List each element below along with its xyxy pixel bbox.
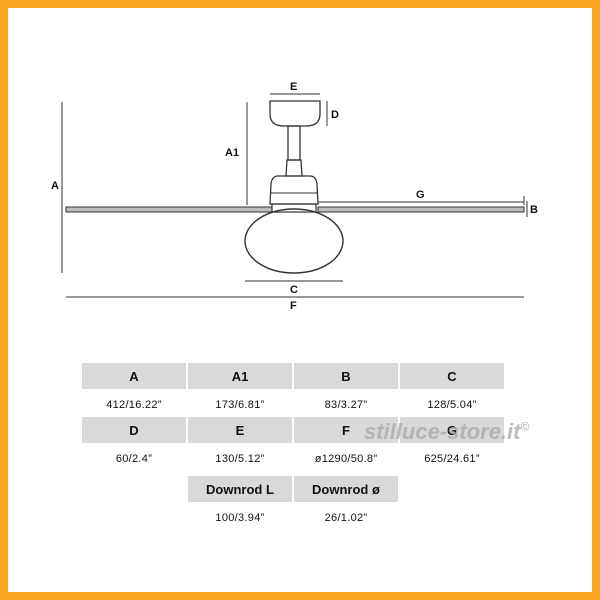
value-g: 625/24.61” xyxy=(424,453,480,465)
header-f: F xyxy=(294,417,398,443)
dim-label-c: C xyxy=(290,284,298,296)
fan-blade-right xyxy=(317,206,525,213)
dim-label-b: B xyxy=(530,204,538,216)
value-b: 83/3.27” xyxy=(324,399,368,411)
header-g: G xyxy=(400,417,504,443)
header-a1: A1 xyxy=(188,363,292,389)
value-c: 128/5.04” xyxy=(427,399,477,411)
header-b: B xyxy=(294,363,398,389)
watermark-text: stilluce-store.it xyxy=(364,419,521,444)
value-f: ø1290/50.8” xyxy=(314,453,378,465)
header-downrod-diameter: Downrod ø xyxy=(294,476,398,502)
copyright-symbol: © xyxy=(520,419,530,434)
value-downrod-diameter: 26/1.02” xyxy=(324,512,368,524)
dim-label-a: A xyxy=(51,180,59,192)
dim-label-e: E xyxy=(290,81,297,93)
header-e: E xyxy=(188,417,292,443)
fan-blade-left xyxy=(65,206,273,213)
dim-label-d: D xyxy=(331,109,339,121)
header-a: A xyxy=(82,363,186,389)
fan-dimension-diagram: A A1 D E G B C F xyxy=(51,81,538,312)
dim-label-a1: A1 xyxy=(225,147,239,159)
downrod-coupler xyxy=(285,159,303,177)
dim-label-g: G xyxy=(416,189,425,201)
value-a1: 173/6.81” xyxy=(215,399,265,411)
light-globe xyxy=(244,208,344,274)
header-d: D xyxy=(82,417,186,443)
motor-band xyxy=(271,203,317,213)
value-d: 60/2.4” xyxy=(115,453,153,465)
ceiling-canopy xyxy=(269,100,321,127)
value-e: 130/5.12” xyxy=(215,453,265,465)
store-watermark: stilluce-store.it© xyxy=(364,419,529,445)
dim-label-f: F xyxy=(290,300,297,312)
downrod xyxy=(287,125,301,161)
motor-housing xyxy=(269,175,319,205)
value-downrod-length: 100/3.94” xyxy=(215,512,265,524)
header-c: C xyxy=(400,363,504,389)
value-a: 412/16.22” xyxy=(106,399,162,411)
header-downrod-length: Downrod L xyxy=(188,476,292,502)
